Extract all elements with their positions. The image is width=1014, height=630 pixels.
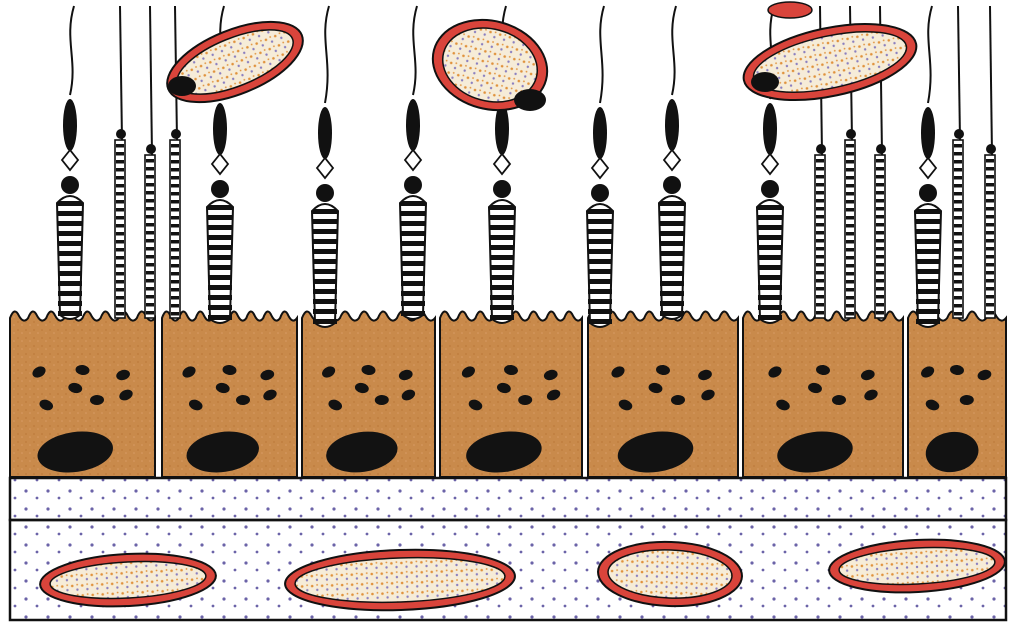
cone-photoreceptor (915, 6, 941, 327)
pigment-granule (514, 89, 546, 111)
cone-photoreceptor (312, 6, 338, 327)
rod-photoreceptor (115, 6, 126, 318)
retinal-capillaries (156, 2, 923, 123)
retinal-pigment-epithelium (10, 311, 1006, 477)
red-blood-cell (737, 10, 923, 113)
rod-photoreceptor (985, 6, 996, 318)
rod-photoreceptor (170, 6, 181, 318)
pigment-granule (168, 76, 196, 96)
cone-photoreceptor (400, 6, 426, 319)
red-blood-cell (768, 2, 812, 18)
cone-photoreceptor (57, 6, 83, 319)
cone-photoreceptor (587, 6, 613, 327)
rod-photoreceptor (953, 6, 964, 318)
pigment-granule (751, 72, 779, 92)
cone-photoreceptor (659, 6, 685, 319)
rod-photoreceptor (145, 6, 156, 318)
red-blood-cell (156, 5, 313, 118)
bruch-membrane (10, 478, 1006, 520)
